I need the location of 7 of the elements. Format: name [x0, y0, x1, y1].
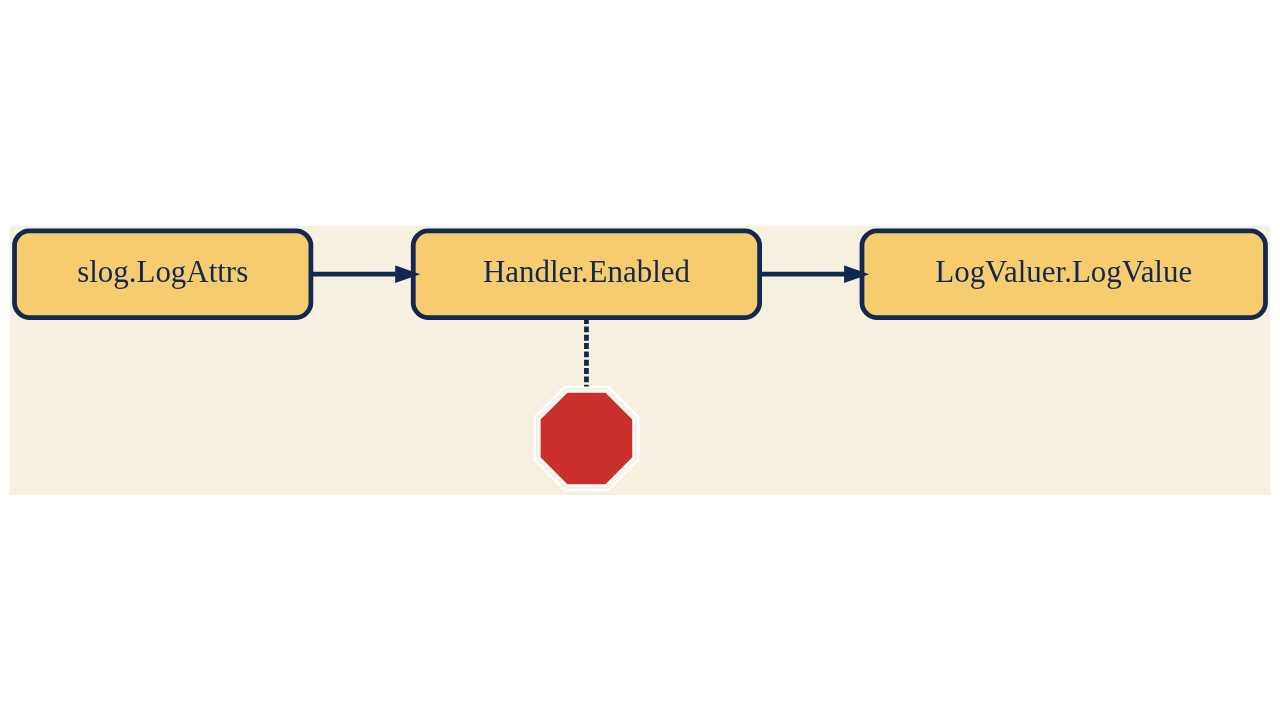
arrow [311, 264, 421, 283]
node-box: LogValuer.LogValue [859, 227, 1268, 320]
node-octagon [533, 385, 640, 491]
node-box: Handler.Enabled [410, 227, 762, 320]
connector [584, 317, 589, 386]
arrow [759, 264, 870, 283]
node-box: slog.LogAttrs [12, 227, 314, 320]
